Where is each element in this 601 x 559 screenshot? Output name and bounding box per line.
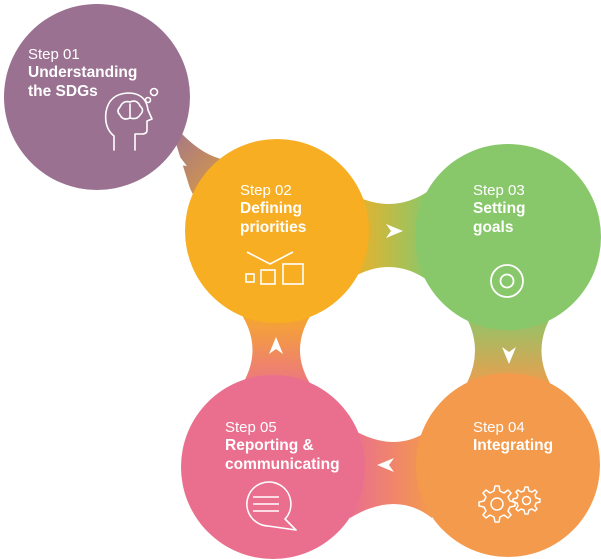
step-title-line: Reporting & — [225, 437, 314, 455]
head-brain-icon — [104, 87, 159, 151]
step-title-line: Setting — [473, 200, 526, 218]
arrow-right-icon — [168, 151, 187, 166]
step-04-circle — [416, 373, 600, 557]
step-01-label: Step 01 Understanding the SDGs — [28, 46, 137, 102]
step-number: Step 03 — [473, 182, 525, 199]
arrow-down-icon — [502, 347, 516, 364]
step-02-circle — [185, 139, 369, 323]
step-number: Step 05 — [225, 419, 277, 436]
step-05-label: Step 05 Reporting & communicating — [225, 419, 340, 475]
arrow-left-icon — [377, 458, 394, 472]
arrow-up-icon — [269, 337, 283, 354]
step-title-line: the SDGs — [28, 83, 98, 101]
step-title-line: Defining — [240, 200, 302, 218]
squares-priority-icon — [245, 251, 304, 285]
step-title-line: communicating — [225, 456, 340, 474]
connector-4-5 — [350, 428, 432, 518]
step-03-label: Step 03 Setting goals — [473, 182, 526, 238]
gears-icon — [478, 485, 541, 523]
step-number: Step 01 — [28, 46, 80, 63]
speech-bubble-icon — [246, 481, 297, 531]
connector-5-2 — [235, 305, 318, 395]
arrow-right-icon — [386, 224, 403, 238]
step-01-circle — [4, 4, 190, 190]
step-title-line: Understanding — [28, 64, 138, 82]
step-number: Step 02 — [240, 182, 292, 199]
step-02-label: Step 02 Defining priorities — [240, 182, 306, 238]
target-icon — [490, 264, 524, 298]
step-title-line: goals — [473, 219, 514, 237]
step-04-label: Step 04 Integrating — [473, 419, 553, 456]
step-title-line: Integrating — [473, 437, 554, 455]
step-03-circle — [415, 144, 601, 330]
step-number: Step 04 — [473, 419, 525, 436]
connector-3-4 — [462, 310, 555, 392]
step-05-circle — [181, 375, 365, 559]
step-title-line: priorities — [240, 219, 307, 237]
